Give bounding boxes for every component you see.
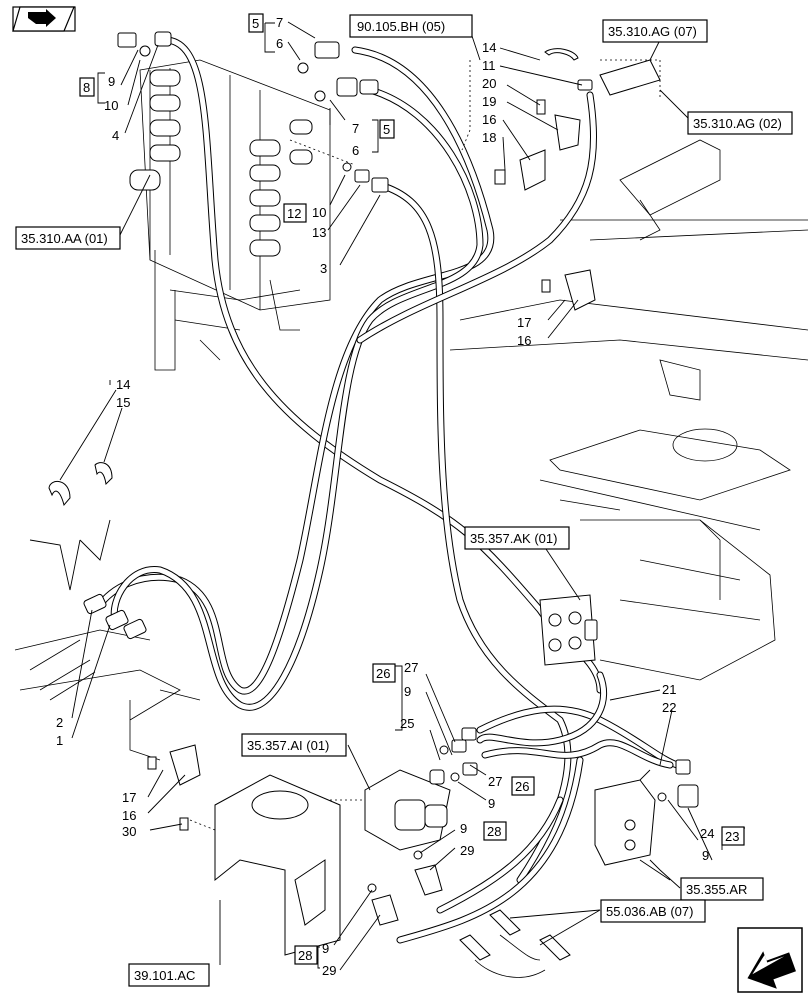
svg-text:1: 1 — [56, 733, 63, 748]
svg-text:13: 13 — [312, 225, 326, 240]
ref-35-355-ar[interactable]: 35.355.AR — [680, 877, 764, 901]
svg-text:26: 26 — [515, 779, 529, 794]
ref-35-310-ag-02[interactable]: 35.310.AG (02) — [687, 111, 793, 135]
svg-text:17: 17 — [517, 315, 531, 330]
svg-text:90.105.BH (05): 90.105.BH (05) — [357, 19, 445, 34]
svg-text:5: 5 — [252, 16, 259, 31]
svg-text:14: 14 — [482, 40, 496, 55]
svg-text:7: 7 — [352, 121, 359, 136]
svg-text:35.310.AG (02): 35.310.AG (02) — [693, 116, 782, 131]
back-arrow-icon[interactable] — [736, 926, 804, 994]
svg-text:8: 8 — [83, 80, 90, 95]
svg-text:28: 28 — [487, 824, 501, 839]
svg-text:35.310.AG (07): 35.310.AG (07) — [608, 24, 697, 39]
svg-text:29: 29 — [322, 963, 336, 978]
svg-text:9: 9 — [488, 796, 495, 811]
svg-text:29: 29 — [460, 843, 474, 858]
svg-text:27: 27 — [488, 774, 502, 789]
ref-35-357-ak-01[interactable]: 35.357.AK (01) — [464, 526, 570, 550]
alignment-lines — [189, 59, 661, 831]
ref-35-357-ai-01[interactable]: 35.357.AI (01) — [241, 733, 347, 757]
svg-text:9: 9 — [322, 941, 329, 956]
fittings — [29, 31, 699, 978]
boxed-item-numbers: 5 5 8 12 26 26 28 28 23 — [79, 13, 745, 965]
svg-text:16: 16 — [122, 808, 136, 823]
svg-text:18: 18 — [482, 130, 496, 145]
ref-55-036-ab-07[interactable]: 55.036.AB (07) — [600, 899, 706, 923]
svg-text:35.357.AI (01): 35.357.AI (01) — [247, 738, 329, 753]
svg-text:11: 11 — [482, 58, 496, 73]
callout-numbers: 7 6 9 10 4 7 6 10 13 3 14 11 20 19 16 18… — [56, 15, 714, 978]
control-valve-assembly — [129, 59, 331, 371]
svg-text:6: 6 — [352, 143, 359, 158]
svg-text:10: 10 — [104, 98, 118, 113]
svg-text:35.355.AR: 35.355.AR — [686, 882, 747, 897]
svg-text:23: 23 — [725, 829, 739, 844]
leader-lines — [29, 21, 745, 971]
ref-35-310-aa-01[interactable]: 35.310.AA (01) — [15, 226, 121, 250]
next-page-icon[interactable] — [12, 6, 76, 32]
ref-39-101-ac[interactable]: 39.101.AC — [128, 963, 210, 987]
svg-text:14: 14 — [116, 377, 130, 392]
svg-text:28: 28 — [298, 948, 312, 963]
chassis-outline — [14, 139, 808, 761]
svg-text:9: 9 — [702, 848, 709, 863]
svg-text:39.101.AC: 39.101.AC — [134, 968, 195, 983]
svg-text:21: 21 — [662, 682, 676, 697]
svg-text:20: 20 — [482, 76, 496, 91]
svg-text:27: 27 — [404, 660, 418, 675]
svg-text:9: 9 — [108, 74, 115, 89]
svg-text:5: 5 — [383, 122, 390, 137]
svg-text:12: 12 — [287, 206, 301, 221]
svg-text:3: 3 — [320, 261, 327, 276]
svg-text:35.357.AK (01): 35.357.AK (01) — [470, 531, 557, 546]
svg-text:2: 2 — [56, 715, 63, 730]
svg-text:22: 22 — [662, 700, 676, 715]
svg-text:24: 24 — [700, 826, 714, 841]
svg-text:6: 6 — [276, 36, 283, 51]
hydraulic-hoses — [96, 36, 684, 944]
svg-text:16: 16 — [517, 333, 531, 348]
svg-text:15: 15 — [116, 395, 130, 410]
svg-text:16: 16 — [482, 112, 496, 127]
ref-90-105-bh-05[interactable]: 90.105.BH (05) — [349, 14, 473, 38]
svg-text:4: 4 — [112, 128, 119, 143]
svg-text:19: 19 — [482, 94, 496, 109]
svg-text:25: 25 — [400, 716, 414, 731]
svg-text:9: 9 — [460, 821, 467, 836]
ref-35-310-ag-07[interactable]: 35.310.AG (07) — [602, 19, 708, 43]
svg-text:7: 7 — [276, 15, 283, 30]
svg-text:17: 17 — [122, 790, 136, 805]
svg-text:30: 30 — [122, 824, 136, 839]
svg-text:26: 26 — [376, 666, 390, 681]
svg-text:10: 10 — [312, 205, 326, 220]
svg-text:35.310.AA (01): 35.310.AA (01) — [21, 231, 108, 246]
svg-text:55.036.AB (07): 55.036.AB (07) — [606, 904, 693, 919]
svg-text:9: 9 — [404, 684, 411, 699]
